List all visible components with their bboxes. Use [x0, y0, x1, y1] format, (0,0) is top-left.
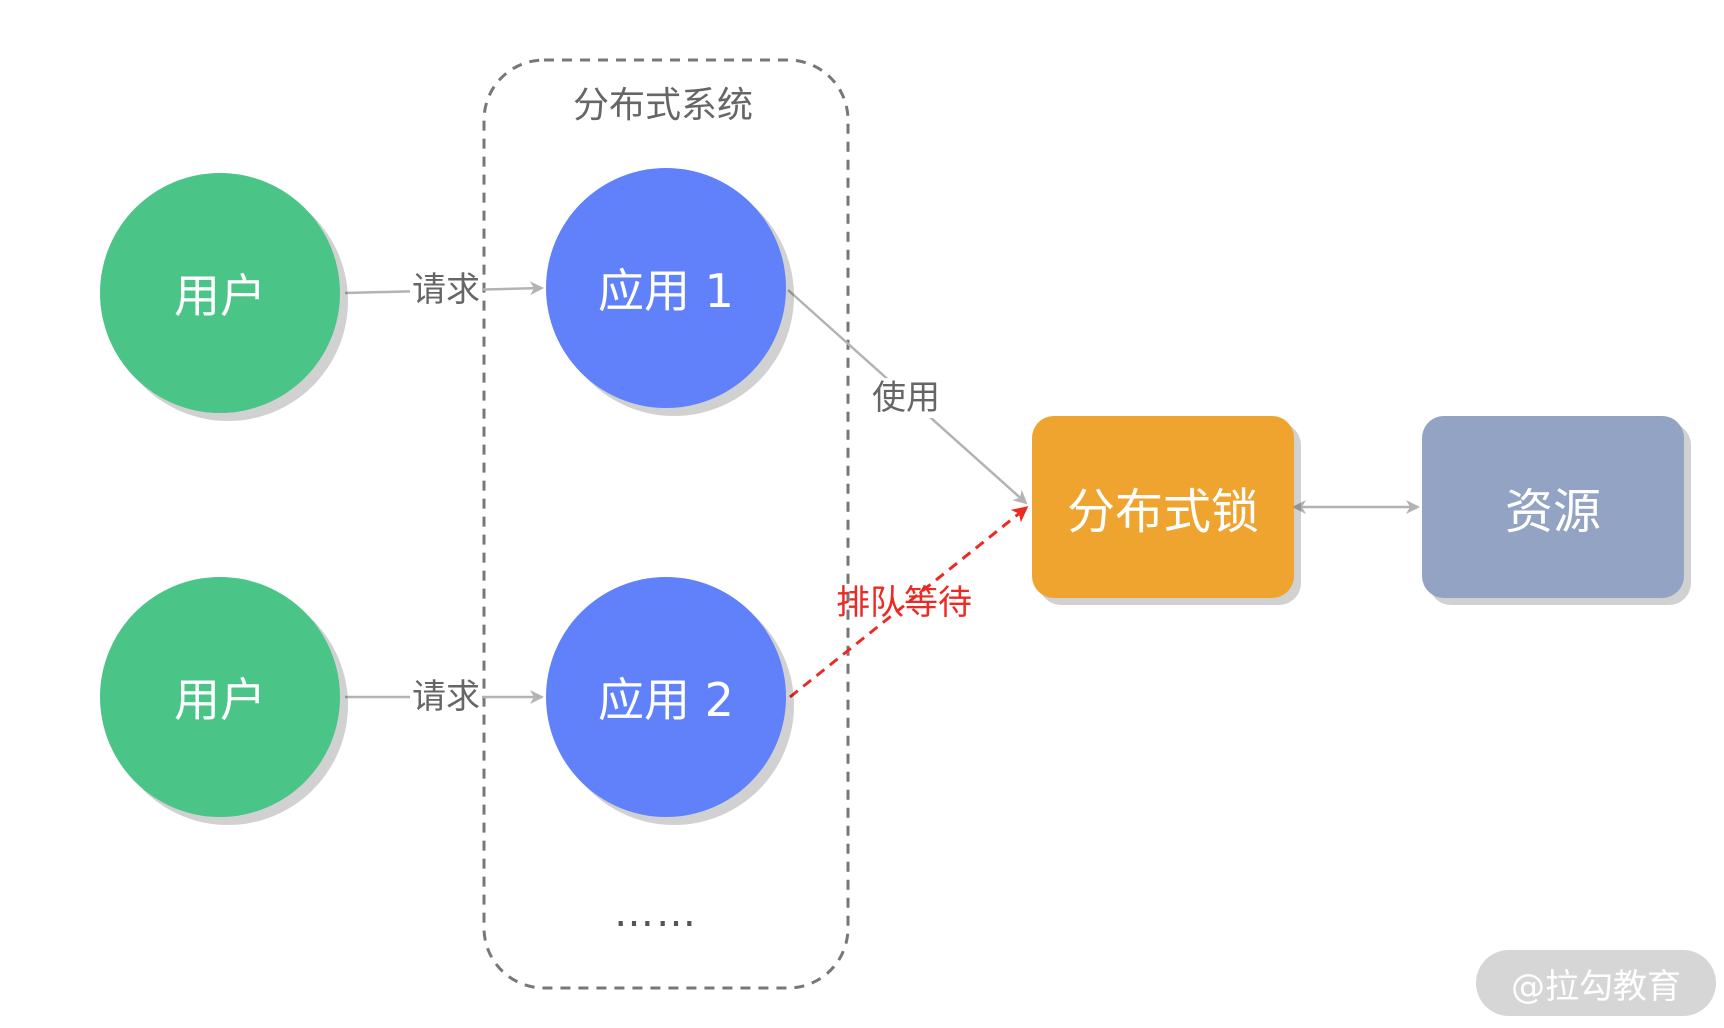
use-label: 使用 — [870, 378, 942, 418]
watermark-label: @拉勾教育 — [1511, 966, 1681, 1007]
app-node-2[interactable]: 应用 2 — [546, 577, 786, 817]
watermark: @拉勾教育 — [1476, 950, 1716, 1016]
app-node-1-label: 应用 1 — [598, 264, 734, 318]
resource-label: 资源 — [1504, 484, 1601, 540]
resource-node[interactable]: 资源 — [1422, 416, 1684, 598]
more-apps-ellipsis: …… — [614, 890, 698, 936]
distributed-system-group — [482, 58, 850, 990]
app-node-2-label: 应用 2 — [598, 673, 734, 727]
distributed-lock-label: 分布式锁 — [1066, 484, 1259, 540]
user-node-2[interactable]: 用户 — [100, 577, 340, 817]
distributed-lock-node[interactable]: 分布式锁 — [1032, 416, 1294, 598]
request-label-2: 请求 — [410, 677, 482, 717]
user-node-2-label: 用户 — [174, 673, 266, 727]
group-title: 分布式系统 — [573, 85, 754, 126]
request-label-1: 请求 — [410, 270, 482, 310]
queue-wait-label: 排队等待 — [836, 583, 972, 623]
user-node-1-label: 用户 — [174, 269, 266, 323]
user-node-1[interactable]: 用户 — [100, 173, 340, 413]
app-node-1[interactable]: 应用 1 — [546, 168, 786, 408]
